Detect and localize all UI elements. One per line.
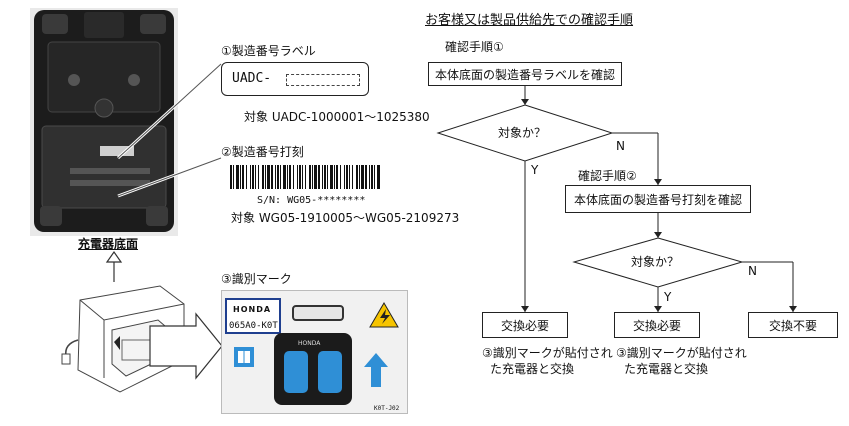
decision2-yes: Y (664, 290, 672, 304)
engraving-range: 対象 WG05-1910005～WG05-2109273 (231, 211, 460, 225)
charger-bottom-illustration (30, 8, 178, 236)
panel-graphics (234, 302, 399, 387)
result-exchange-2: 交換必要 (614, 312, 700, 338)
decision1-no: N (616, 139, 625, 153)
pad-left (284, 351, 308, 393)
pad-right (318, 351, 342, 393)
step2-box: 本体底面の製造番号打刻を確認 (565, 185, 751, 213)
result-no-exchange: 交換不要 (748, 312, 838, 338)
pad-brand: HONDA (298, 340, 321, 347)
part-code: 065A0-K0T (229, 321, 278, 331)
panel-footer-code: K0T-J02 (374, 405, 400, 412)
decision1-yes: Y (531, 163, 539, 177)
note-1-line1: ③識別マークが貼付され (482, 346, 613, 360)
label-range: 対象 UADC-1000001～1025380 (244, 110, 430, 124)
note-1-line2: た充電器と交換 (490, 362, 575, 376)
photo-caption: 充電器底面 (78, 237, 139, 251)
serial-label-sample: UADC- (221, 62, 369, 96)
brand-code-frame: HONDA 065A0-K0T (225, 298, 281, 334)
serial-label-blank (286, 74, 360, 86)
step2-label: 確認手順② (578, 169, 637, 183)
result-exchange-1: 交換必要 (482, 312, 568, 338)
decision2-text: 対象か？ (631, 255, 680, 269)
connector-icon (292, 305, 344, 321)
note-2-line2: た充電器と交換 (624, 362, 709, 376)
step1-box: 本体底面の製造番号ラベルを確認 (428, 62, 622, 86)
note-2-line1: ③識別マークが貼付され (616, 346, 747, 360)
charging-pad-graphic: HONDA (274, 333, 352, 405)
identification-mark-panel: HONDA 065A0-K0T HONDA K0T-J02 (221, 290, 408, 414)
brand-logo-text: HONDA (233, 305, 272, 314)
engraving-serial: S/N: WG05-******** (257, 195, 366, 206)
decision2-no: N (748, 264, 757, 278)
label-section-title: ①製造番号ラベル (221, 44, 316, 58)
step1-label: 確認手順① (445, 40, 504, 54)
decision1-text: 対象か？ (498, 126, 547, 140)
flowchart-title: お客様又は製品供給先での確認手順 (425, 13, 634, 28)
up-arrow-icon (364, 353, 388, 387)
mark-section-title: ③識別マーク (221, 272, 292, 286)
barcode (230, 165, 382, 189)
engraving-section-title: ②製造番号打刻 (221, 145, 304, 159)
barcode-bars (230, 165, 380, 189)
charger-bottom-photo (30, 8, 178, 236)
serial-label-prefix: UADC- (232, 71, 272, 86)
